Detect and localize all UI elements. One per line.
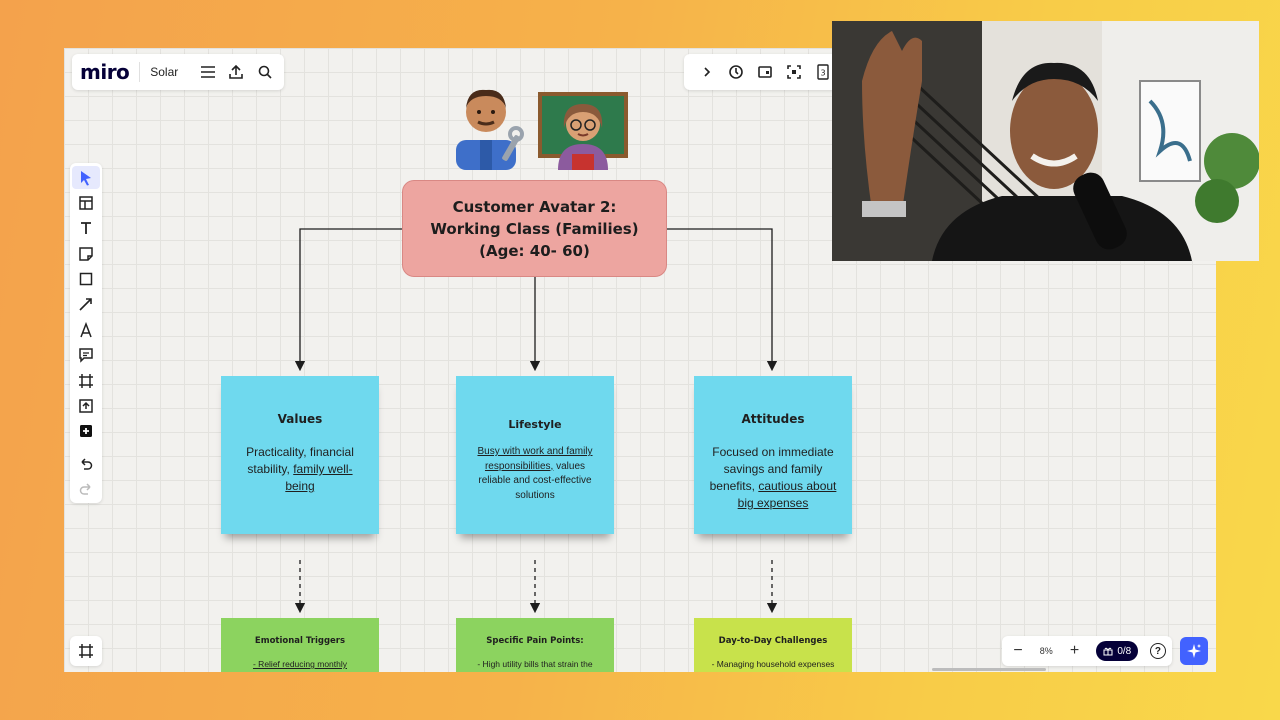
frame-tool-icon[interactable]: [72, 369, 100, 392]
top-toolbar: miro Solar: [72, 54, 284, 90]
gift-icon: [1103, 647, 1113, 656]
chevron-right-icon[interactable]: [696, 60, 719, 84]
more-tools-icon[interactable]: [72, 420, 100, 443]
comment-icon[interactable]: [72, 344, 100, 367]
sticky-lifestyle[interactable]: Lifestyle Busy with work and family resp…: [456, 376, 614, 534]
shape-tool-icon[interactable]: [72, 267, 100, 290]
zoom-toolbar: − 8% + 0/8 ?: [1002, 636, 1172, 666]
title-line-2: Working Class (Families): [430, 219, 639, 238]
mechanic-avatar-icon[interactable]: [452, 82, 524, 170]
presenter-webcam: [832, 21, 1259, 261]
sticky-attitudes[interactable]: Attitudes Focused on immediate savings a…: [694, 376, 852, 534]
frames-icon: [79, 644, 93, 658]
left-toolbar: [70, 163, 102, 503]
sparkle-icon: [1187, 644, 1201, 658]
title-line-3: (Age: 40- 60): [479, 241, 590, 260]
rewards-pill[interactable]: 0/8: [1096, 641, 1139, 661]
undo-icon[interactable]: [72, 453, 100, 476]
sticky-body: Practicality, financial stability, famil…: [246, 445, 354, 493]
menu-icon[interactable]: [196, 60, 219, 84]
sticky-values[interactable]: Values Practicality, financial stability…: [221, 376, 379, 534]
sticky-note-icon[interactable]: [72, 242, 100, 265]
count-icon[interactable]: 3: [811, 60, 834, 84]
webcam-scene: [832, 21, 1259, 261]
templates-icon[interactable]: [72, 191, 100, 214]
rewards-count: 0/8: [1117, 645, 1132, 657]
connector-lines: [294, 228, 778, 614]
connector-values: [294, 228, 402, 372]
sticky-title: Values: [277, 412, 323, 426]
connector-attitudes: [667, 228, 778, 372]
card-icon[interactable]: [754, 60, 777, 84]
sticky-body: Busy with work and family responsibiliti…: [477, 446, 593, 501]
sticky-body: Focused on immediate savings and family …: [709, 445, 837, 510]
frames-panel-button[interactable]: [70, 636, 102, 666]
ai-assist-button[interactable]: [1180, 637, 1208, 665]
pen-tool-icon[interactable]: [72, 318, 100, 341]
sticky-emotional-triggers[interactable]: Emotional Triggers - Relief reducing mon…: [221, 618, 379, 672]
sticky-day-to-day-challenges[interactable]: Day-to-Day Challenges - Managing househo…: [694, 618, 852, 672]
note-body: - High utility bills that strain the: [477, 659, 593, 669]
miro-logo[interactable]: miro: [80, 60, 130, 84]
customer-avatar-title-node[interactable]: Customer Avatar 2: Working Class (Famili…: [402, 180, 667, 277]
select-tool-icon[interactable]: [72, 166, 100, 190]
note-body: - Relief reducing monthly: [252, 659, 347, 669]
search-icon[interactable]: [253, 60, 276, 84]
zoom-out-button[interactable]: −: [1013, 642, 1023, 659]
note-title: Specific Pain Points:: [486, 636, 584, 646]
zoom-in-button[interactable]: +: [1069, 642, 1080, 659]
sticky-title: Attitudes: [741, 412, 805, 426]
toolbar-divider: [139, 62, 141, 82]
redo-icon[interactable]: [72, 479, 100, 502]
export-icon[interactable]: [225, 60, 248, 84]
timer-icon[interactable]: [725, 60, 748, 84]
help-icon[interactable]: ?: [1149, 643, 1166, 659]
sticky-title: Lifestyle: [508, 418, 562, 431]
board-name[interactable]: Solar: [150, 65, 179, 79]
sticky-pain-points[interactable]: Specific Pain Points: - High utility bil…: [456, 618, 614, 672]
line-tool-icon[interactable]: [72, 293, 100, 316]
zoom-level[interactable]: 8%: [1039, 646, 1053, 656]
note-title: Emotional Triggers: [254, 636, 346, 646]
upload-icon[interactable]: [72, 394, 100, 417]
text-tool-icon[interactable]: [72, 217, 100, 240]
svg-text:3: 3: [820, 69, 825, 78]
note-title: Day-to-Day Challenges: [718, 636, 828, 646]
focus-icon[interactable]: [782, 60, 805, 84]
note-body: - Managing household expenses: [711, 659, 835, 669]
title-line-1: Customer Avatar 2:: [452, 197, 617, 216]
teacher-avatar-icon[interactable]: [538, 92, 628, 170]
top-right-toolbar: 3: [684, 54, 834, 90]
horizontal-scrollbar[interactable]: [932, 668, 1046, 671]
